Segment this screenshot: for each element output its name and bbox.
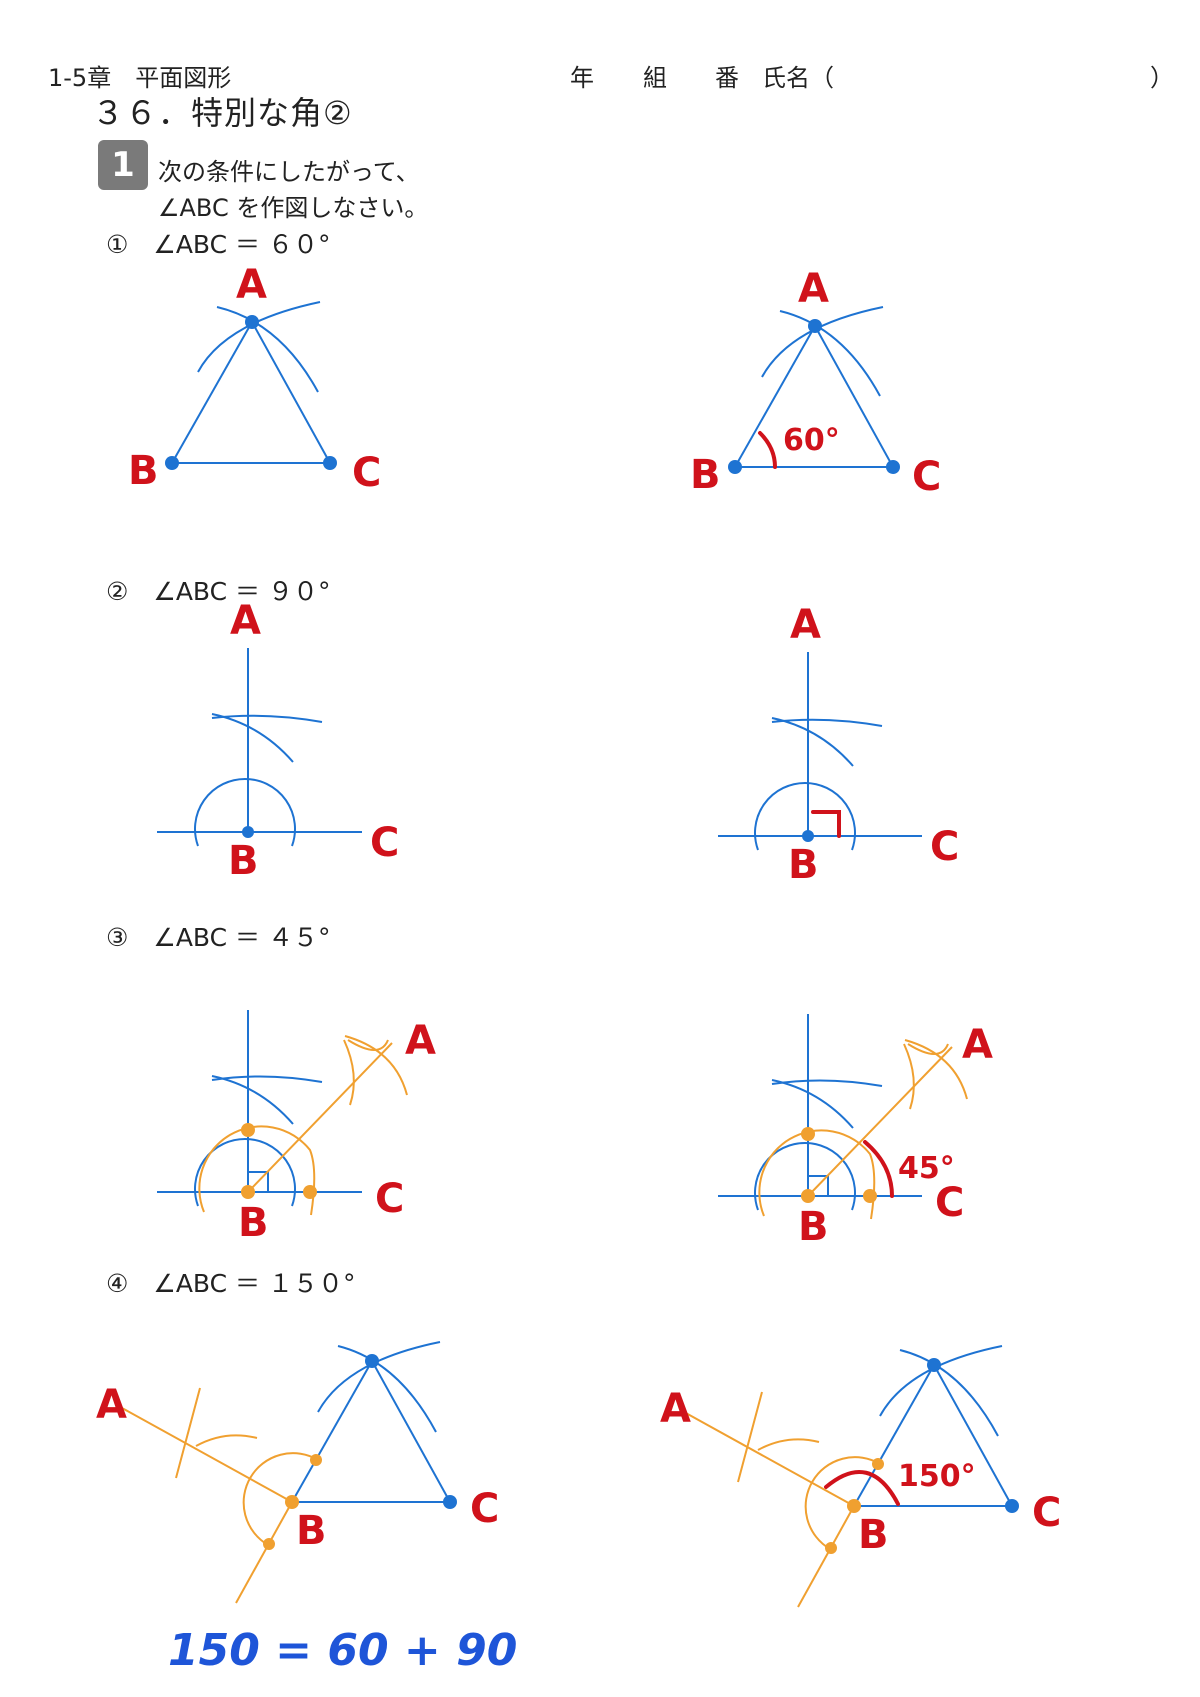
instruction-line-1: 次の条件にしたがって、 [158, 158, 420, 186]
instruction-line-2: ∠ABC を作図しなさい。 [158, 194, 429, 222]
page-title: ３６．特別な角② [92, 94, 353, 132]
angle-60-label: 60° [783, 423, 840, 458]
point-a-label: A [405, 1018, 436, 1064]
figure-1-right: 60° A B C [690, 266, 941, 500]
point-a-label: A [236, 262, 267, 308]
chapter-label: 1-5章 平面図形 [48, 64, 232, 92]
point-a-label: A [230, 598, 261, 644]
handwritten-note: 150 = 60 + 90 [168, 1625, 517, 1676]
figure-4-left: A B C [96, 1341, 499, 1604]
figure-2-left: A B C [157, 598, 399, 884]
point-c-label: C [930, 824, 959, 870]
point-c-label: C [935, 1180, 964, 1226]
point-a-label: A [798, 266, 829, 312]
problem-2-label: ② ∠ABC ＝ ９０° [106, 577, 331, 606]
point-b-label: B [228, 838, 259, 884]
point-b-label: B [798, 1204, 829, 1250]
point-a-label: A [790, 602, 821, 648]
point-a-label: A [962, 1022, 993, 1068]
question-number-badge: 1 [98, 140, 148, 190]
point-a-label: A [96, 1382, 127, 1428]
figure-2-right: A B C [718, 602, 959, 888]
point-b-label: B [128, 448, 159, 494]
class-label: 組 [643, 64, 667, 92]
right-angle-mark [811, 810, 841, 838]
point-b-label: B [690, 452, 721, 498]
number-label: 番 [715, 64, 739, 92]
point-b-label: B [296, 1508, 327, 1554]
figure-1-left: A B C [128, 262, 381, 496]
point-c-label: C [352, 450, 381, 496]
point-a-label: A [660, 1386, 691, 1432]
name-close: ） [1150, 64, 1174, 92]
name-label: 氏名（ [762, 64, 834, 92]
point-c-label: C [1032, 1490, 1061, 1536]
point-c-label: C [375, 1176, 404, 1222]
point-c-label: C [912, 454, 941, 500]
problem-4-label: ④ ∠ABC ＝ １５０° [106, 1269, 356, 1298]
point-b-label: B [788, 842, 819, 888]
problem-3-label: ③ ∠ABC ＝ ４５° [106, 923, 331, 952]
figure-4-right: 150° A B C [660, 1345, 1061, 1608]
figure-3-left: A B C [157, 1010, 436, 1246]
point-c-label: C [470, 1486, 499, 1532]
angle-45-label: 45° [898, 1151, 955, 1186]
year-label: 年 [570, 64, 594, 92]
problem-1-label: ① ∠ABC ＝ ６０° [106, 230, 331, 259]
figure-3-right: 45° A B C [718, 1014, 993, 1250]
angle-150-label: 150° [898, 1459, 976, 1494]
point-c-label: C [370, 820, 399, 866]
point-b-label: B [238, 1200, 269, 1246]
point-b-label: B [858, 1512, 889, 1558]
